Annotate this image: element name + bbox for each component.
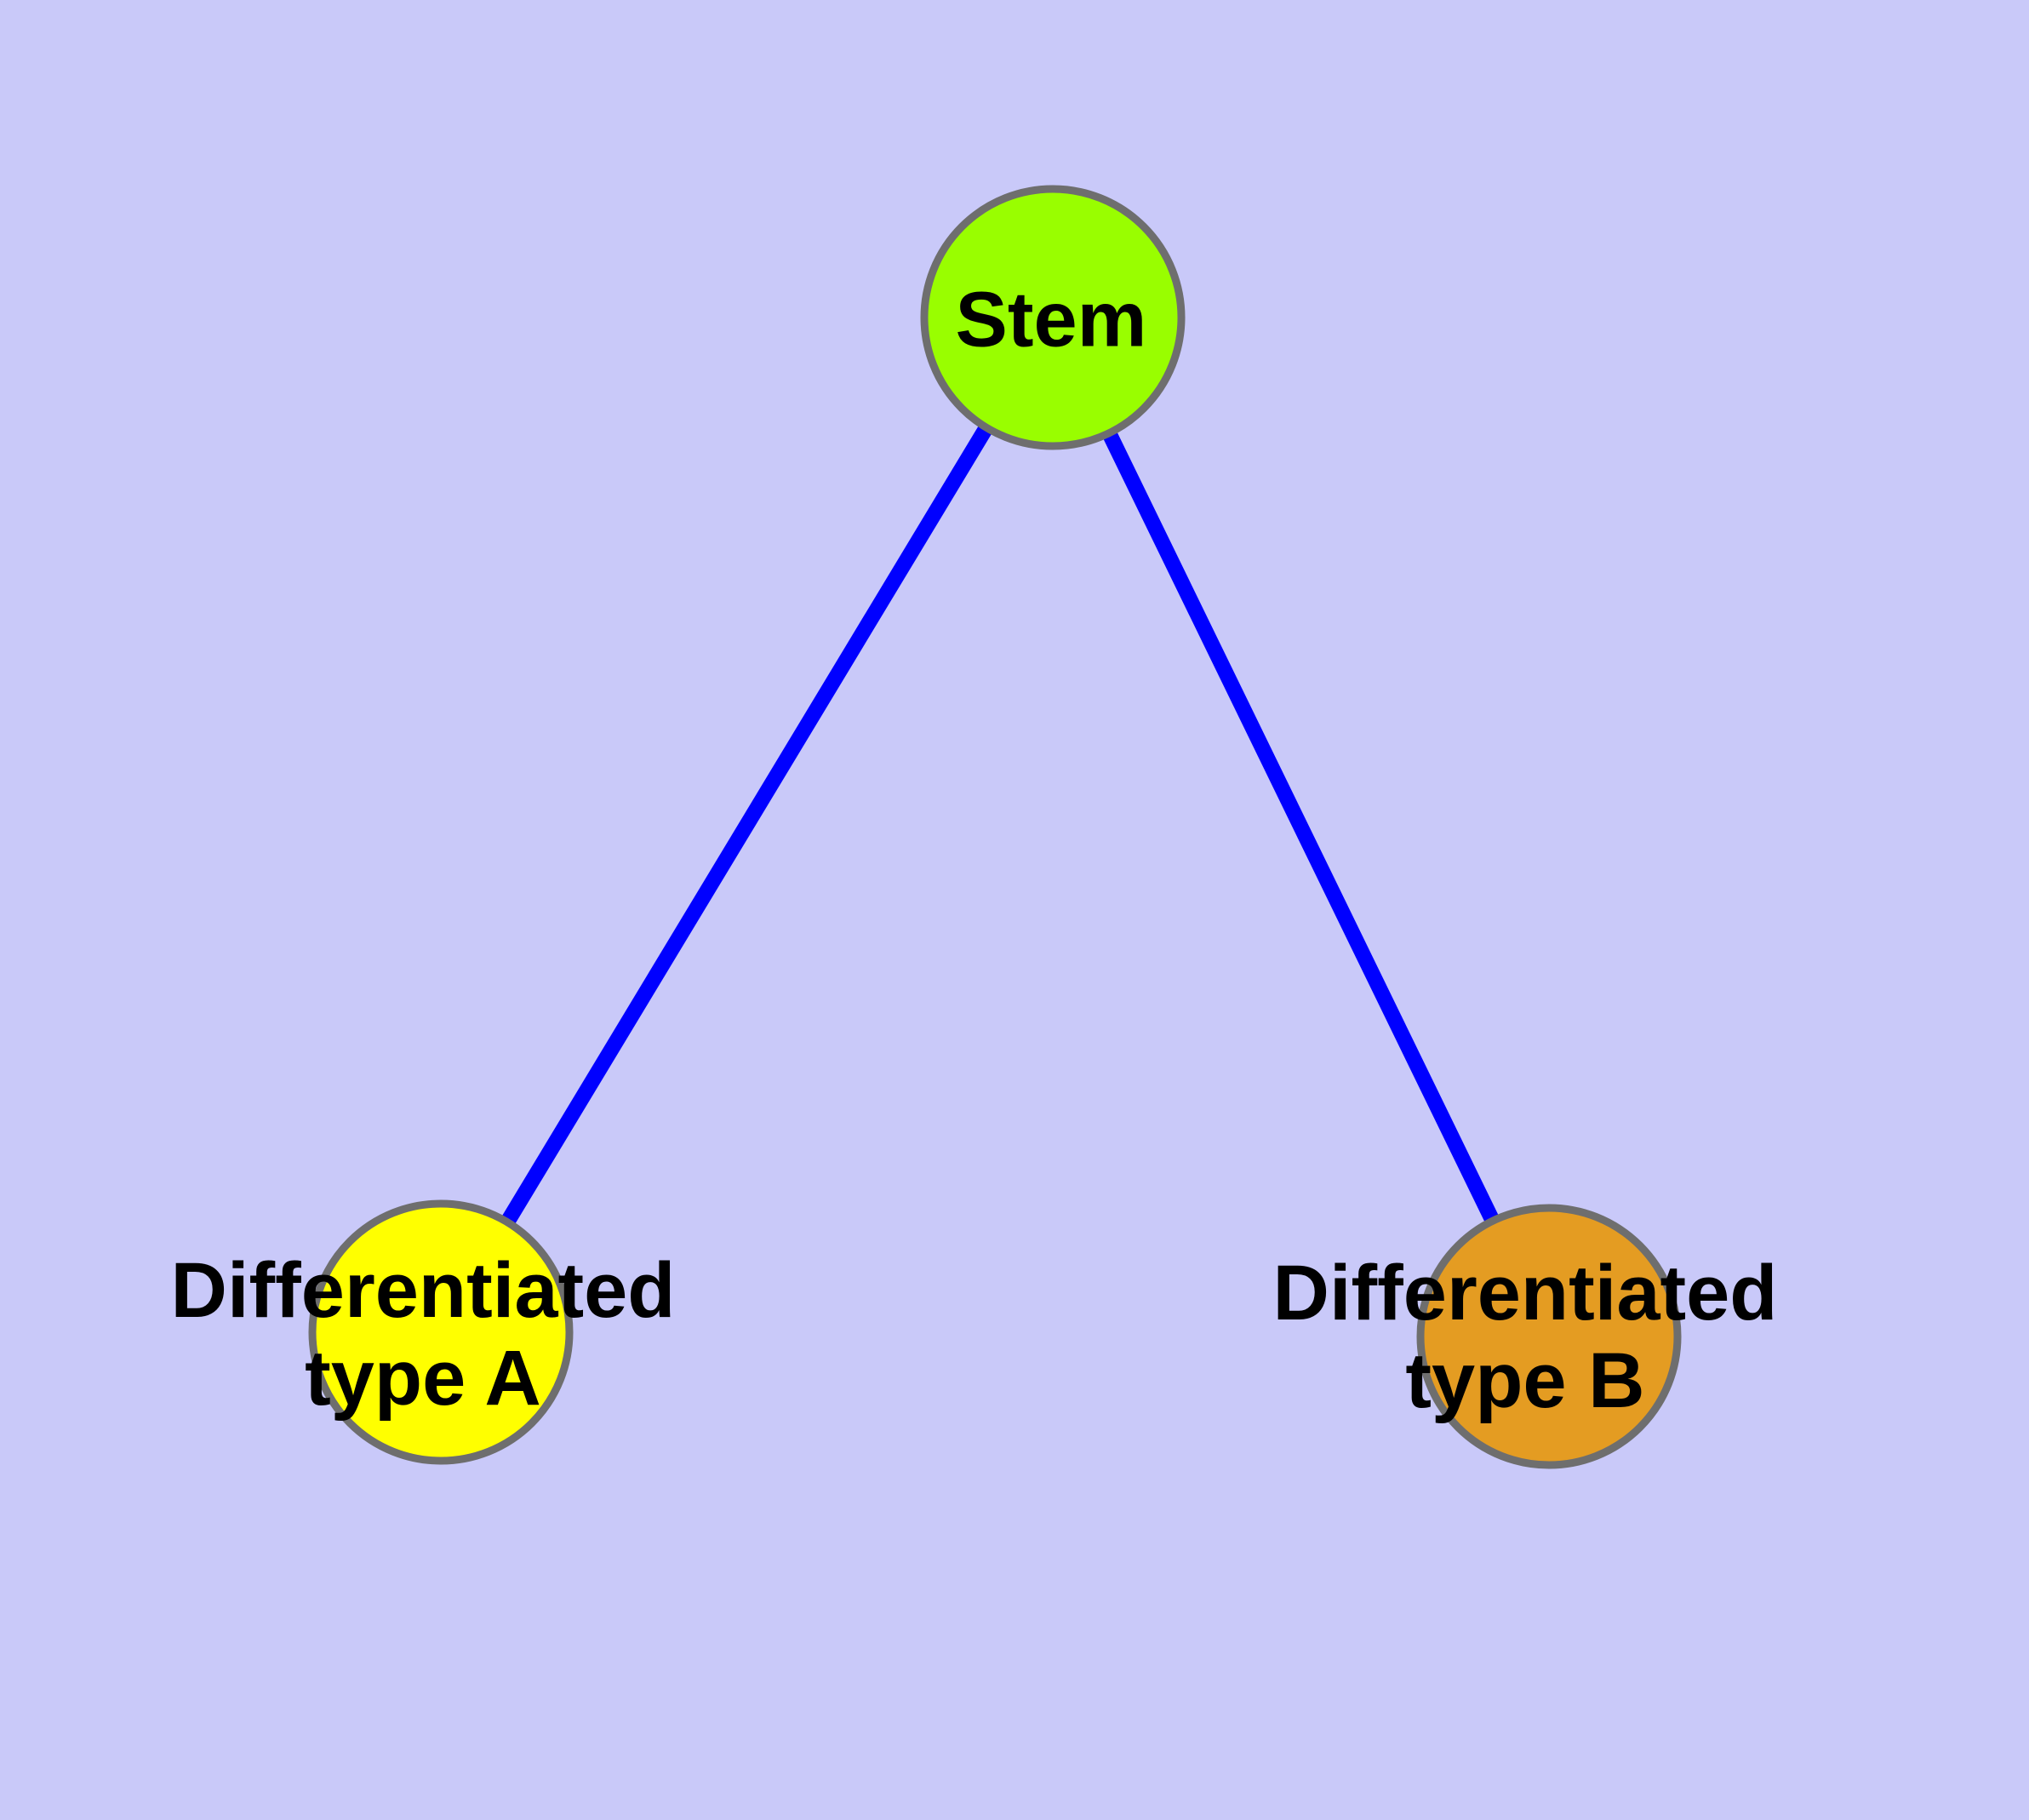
node-stem-circle — [920, 185, 1186, 450]
edge-stem-to-type-b — [1045, 314, 1557, 1340]
edge-stem-to-type-a — [434, 313, 1060, 1336]
node-type-b-circle — [1416, 1204, 1682, 1469]
node-type-a-circle — [308, 1199, 574, 1465]
